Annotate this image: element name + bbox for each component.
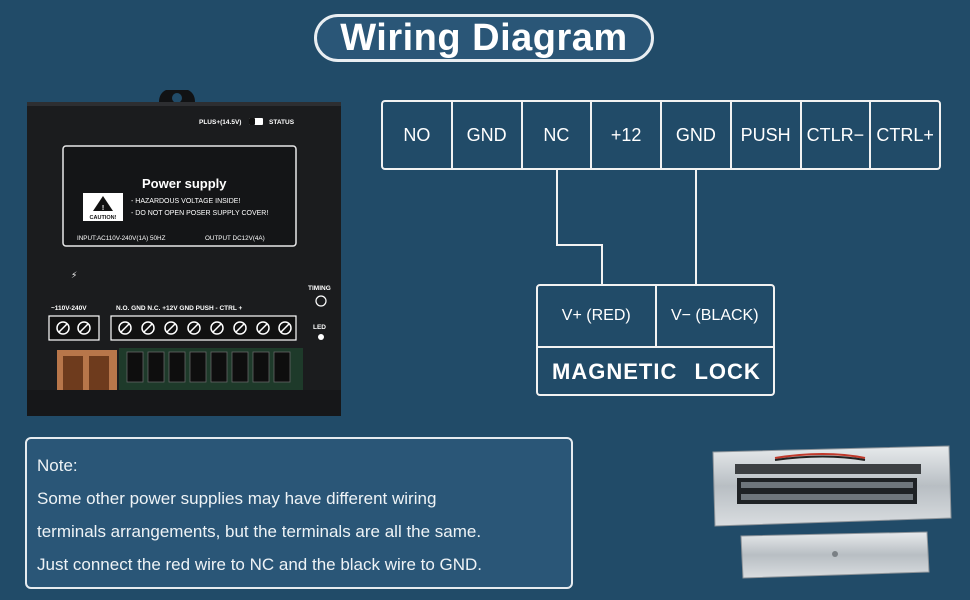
terminal-ctrl-minus: CTLR− (802, 102, 872, 168)
terminal-push: PUSH (732, 102, 802, 168)
page-title: Wiring Diagram (314, 14, 654, 62)
wire-nc-to-positive (556, 170, 603, 284)
terminal-no: NO (383, 102, 453, 168)
ps-ac-label: ~110V-240V (51, 305, 87, 312)
note-heading: Note: (37, 456, 78, 475)
ps-output: OUTPUT DC12V(4A) (205, 235, 265, 242)
terminal-block: NO GND NC +12 GND PUSH CTLR− CTRL+ (381, 100, 941, 170)
ps-title: Power supply (142, 176, 227, 191)
lightning-icon: ⚡ (71, 270, 77, 280)
lock-title: MAGNETIC LOCK (552, 359, 761, 384)
terminal-gnd-2: GND (662, 102, 732, 168)
terminal-ctrl-plus: CTRL+ (876, 124, 934, 145)
lock-positive-terminal: V+ (RED) (538, 286, 657, 346)
lock-negative-terminal: V− (BLACK) (670, 307, 759, 324)
ps-caution: CAUTION! (90, 215, 117, 221)
magnetic-lock-box: V+ (RED) V− (BLACK) MAGNETIC LOCK (536, 284, 775, 396)
terminal-nc: NC (523, 102, 593, 168)
note-line: Some other power supplies may have diffe… (37, 489, 437, 508)
note-box: Note: Some other power supplies may have… (25, 437, 573, 589)
ps-switch-label: PLUS+(14.5V) (199, 119, 241, 126)
power-supply-image: PLUS+(14.5V) STATUS Power supply ! CAUTI… (27, 90, 341, 416)
note-line: terminals arrangements, but the terminal… (37, 522, 482, 541)
svg-text:!: ! (102, 205, 104, 212)
ps-led-label: LED (313, 324, 326, 331)
ps-status-label: STATUS (269, 119, 295, 126)
ps-terminal-labels: N.O. GND N.C. +12V GND PUSH - CTRL + (116, 305, 242, 312)
terminal-plus12: +12 (592, 102, 662, 168)
terminal-gnd-1: GND (453, 102, 523, 168)
ps-timing-label: TIMING (308, 285, 331, 292)
ps-warning-1: - HAZARDOUS VOLTAGE INSIDE! (131, 198, 240, 205)
magnetic-lock-image (712, 445, 952, 579)
ps-warning-2: - DO NOT OPEN POSER SUPPLY COVER! (131, 210, 268, 217)
note-line: Just connect the red wire to NC and the … (37, 555, 483, 574)
ps-input: INPUT:AC110V-240V(1A) 50HZ (77, 235, 166, 242)
